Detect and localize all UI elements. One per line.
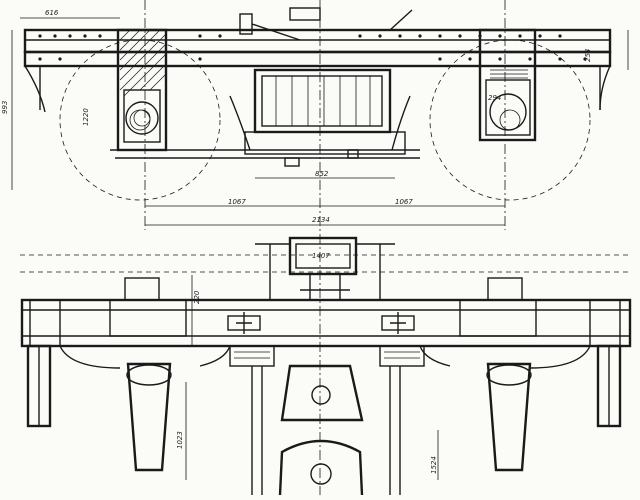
dim-top-left-overhang: 616	[45, 9, 59, 17]
left-wheel	[59, 39, 221, 201]
upper-dimensions: 616 993 1220 254 294 852 1067 1067 2134	[1, 9, 629, 226]
dim-left-height: 993	[1, 101, 9, 114]
right-axlebox	[478, 28, 537, 142]
dim-right-half: 1067	[395, 198, 413, 206]
dim-bottom-right: 1524	[430, 456, 438, 474]
right-wheel	[429, 39, 591, 201]
lower-dimensions: 220 1023 1524	[176, 275, 439, 480]
plan-view: 1407	[20, 236, 632, 496]
bolster-box	[288, 236, 358, 276]
side-elevation-view	[23, 0, 612, 495]
axle-legs	[126, 362, 532, 472]
dim-center-span: 852	[315, 170, 329, 178]
plan-frame	[20, 298, 632, 348]
dim-side-height: 220	[193, 290, 201, 304]
left-axlebox	[116, 28, 168, 152]
dim-wheelbase: 2134	[312, 216, 330, 224]
central-bolster-springs	[229, 7, 413, 155]
dim-spring: 294	[488, 94, 501, 102]
dim-bolster: 1407	[312, 252, 330, 260]
dim-left-half: 1067	[228, 198, 246, 206]
dim-bottom-left: 1023	[176, 431, 184, 449]
pivot-crosses	[227, 312, 415, 334]
frame-rivets	[38, 34, 587, 61]
dim-axlebox: 1220	[82, 108, 90, 126]
dim-right-height: 254	[584, 49, 592, 62]
